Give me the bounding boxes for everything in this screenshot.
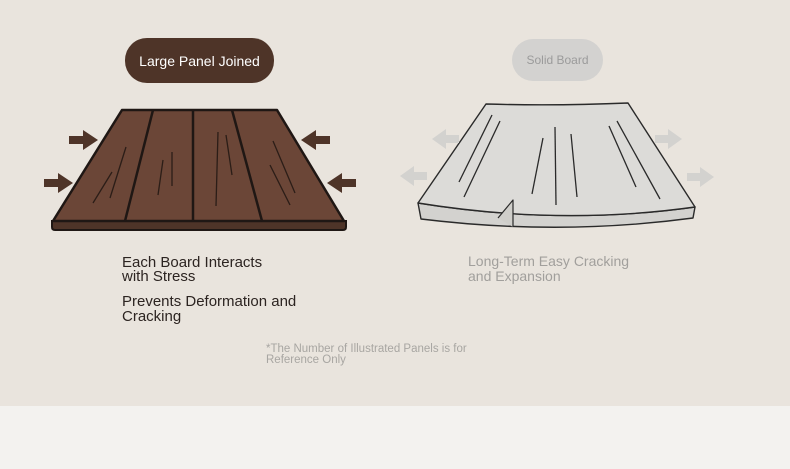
left-caption-line-2: with Stress bbox=[122, 268, 196, 285]
solid-board-text: Solid Board bbox=[526, 53, 589, 67]
comparison-illustration bbox=[44, 102, 714, 231]
right-caption-line-2: and Expansion bbox=[468, 268, 561, 284]
large-panel-joined-label: Large Panel Joined bbox=[125, 38, 274, 83]
right-caption-line-1: Long-Term Easy Cracking bbox=[468, 253, 630, 269]
left-caption-line-3: Prevents Deformation and bbox=[122, 293, 297, 310]
left-caption-line-1: Each Board Interacts bbox=[122, 254, 263, 271]
left-caption-line-4: Cracking bbox=[122, 308, 182, 325]
footnote-line-2: Reference Only bbox=[266, 354, 346, 366]
joined-wood-panel bbox=[44, 108, 356, 231]
large-panel-joined-text: Large Panel Joined bbox=[139, 52, 260, 69]
reference-footnote: *The Number of Illustrated Panels is for… bbox=[266, 343, 467, 366]
solid-board-label: Solid Board bbox=[512, 39, 603, 81]
solid-board-illustration bbox=[400, 102, 714, 228]
footer-background bbox=[0, 406, 790, 469]
footnote-line-1: *The Number of Illustrated Panels is for bbox=[266, 343, 467, 355]
